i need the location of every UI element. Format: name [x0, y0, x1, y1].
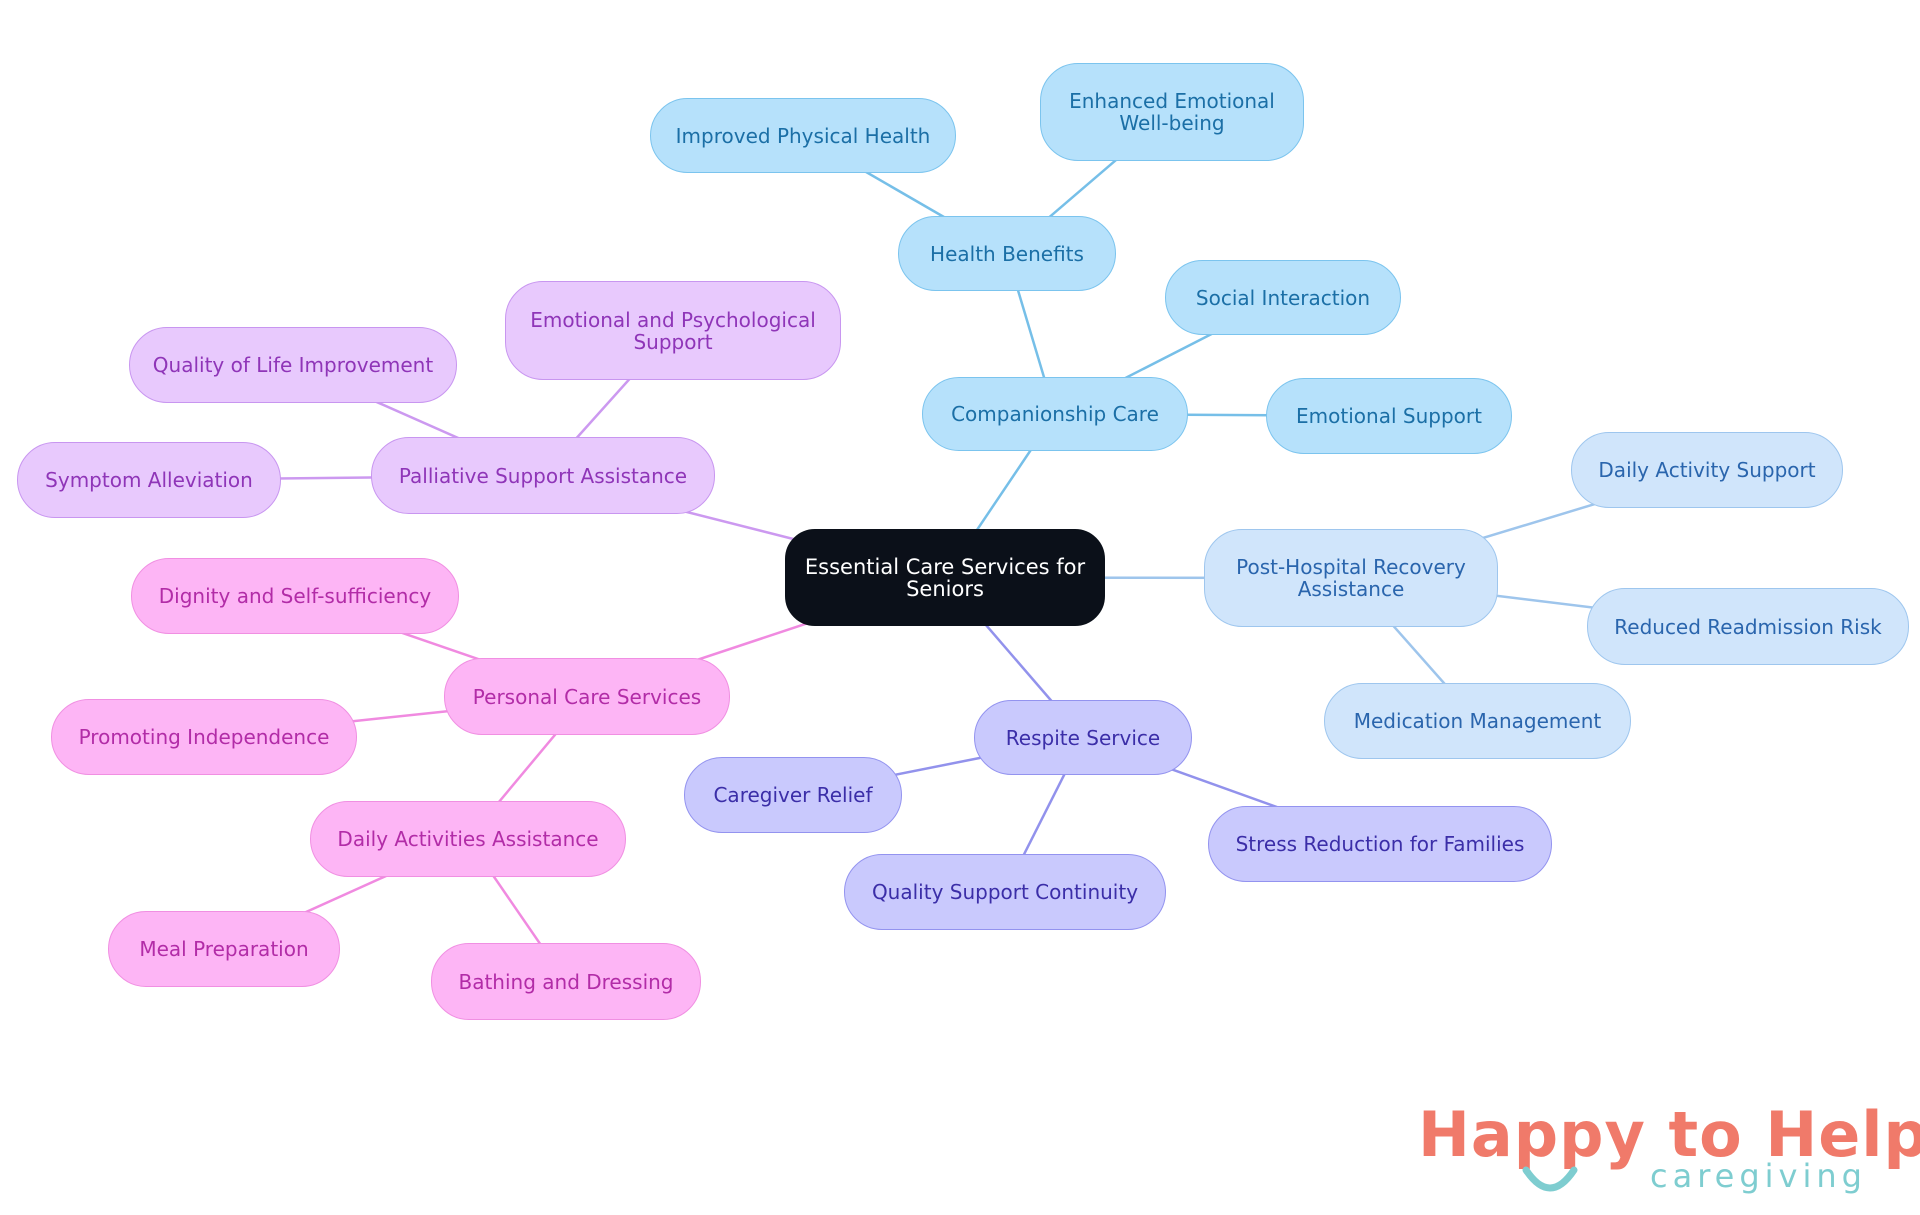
node-personal-care-services: Personal Care Services [444, 658, 730, 735]
node-quality-of-life-improvement: Quality of Life Improvement [129, 327, 457, 403]
node-quality-support-continuity: Quality Support Continuity [844, 854, 1166, 930]
node-palliative-support: Palliative Support Assistance [371, 437, 715, 514]
node-health-benefits: Health Benefits [898, 216, 1116, 291]
node-daily-activities-assistance: Daily Activities Assistance [310, 801, 626, 877]
node-symptom-alleviation: Symptom Alleviation [17, 442, 281, 518]
logo-word-to-help: to Help [1668, 1098, 1920, 1171]
node-medication-management: Medication Management [1324, 683, 1631, 759]
node-daily-activity-support: Daily Activity Support [1571, 432, 1843, 508]
node-social-interaction: Social Interaction [1165, 260, 1401, 335]
node-meal-preparation: Meal Preparation [108, 911, 340, 987]
logo-wordmark: Happy to Help [1418, 1100, 1920, 1170]
node-root: Essential Care Services for Seniors [785, 529, 1105, 626]
node-respite-service: Respite Service [974, 700, 1192, 775]
node-stress-reduction-for-families: Stress Reduction for Families [1208, 806, 1552, 882]
node-promoting-independence: Promoting Independence [51, 699, 357, 775]
node-emotional-support: Emotional Support [1266, 378, 1512, 454]
node-reduced-readmission-risk: Reduced Readmission Risk [1587, 588, 1909, 665]
node-emotional-psychological-support: Emotional and Psychological Support [505, 281, 841, 380]
node-dignity-self-sufficiency: Dignity and Self-sufficiency [131, 558, 459, 634]
happy-to-help-logo: Happy to Help caregiving [1418, 1100, 1920, 1205]
logo-tagline: caregiving [1650, 1157, 1867, 1195]
node-bathing-and-dressing: Bathing and Dressing [431, 943, 701, 1020]
node-caregiver-relief: Caregiver Relief [684, 757, 902, 833]
smile-icon [1522, 1166, 1578, 1192]
logo-word-happy: Happy [1418, 1098, 1646, 1171]
node-companionship-care: Companionship Care [922, 377, 1188, 451]
node-enhanced-emotional-wellbeing: Enhanced Emotional Well-being [1040, 63, 1304, 161]
node-improved-physical-health: Improved Physical Health [650, 98, 956, 173]
node-post-hospital-recovery: Post-Hospital Recovery Assistance [1204, 529, 1498, 627]
